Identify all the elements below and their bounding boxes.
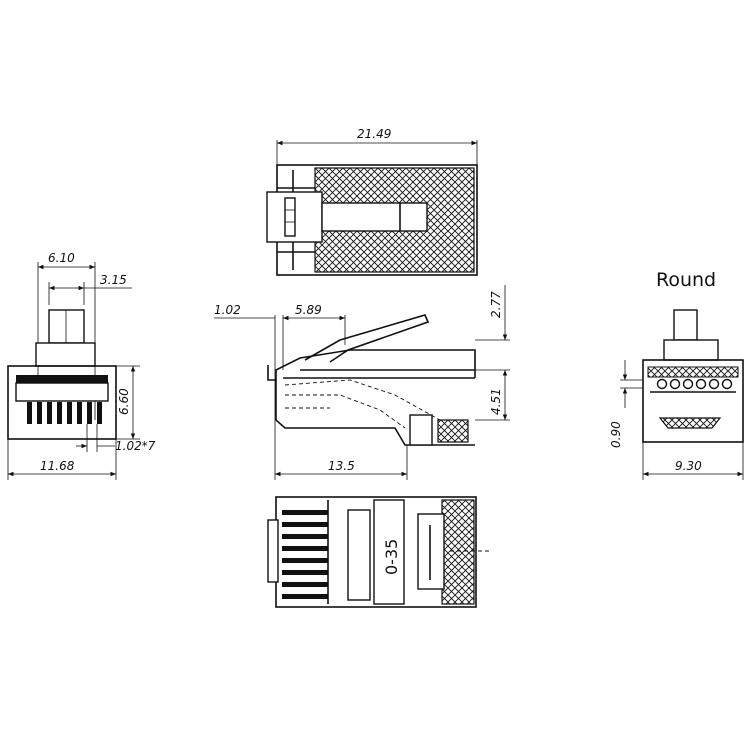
round-label: Round [656,269,716,291]
dim-height-2-77: 2.77 [489,291,503,318]
dim-pitch-3-15: 3.15 [100,273,127,287]
dim-length-13-5: 13.5 [328,459,355,473]
dim-height-4-51: 4.51 [489,388,503,415]
top-view: 21.49 [266,127,478,276]
dim-offset-5-89: 5.89 [295,303,322,317]
bottom-contacts [282,510,328,599]
dim-overall-length: 21.49 [357,127,391,141]
left-end-view: 6.10 3.15 6.60 1.02*7 [7,251,156,480]
dim-pin-pitch: 1.02*7 [115,439,156,453]
dim-height-0-90: 0.90 [609,421,623,448]
dim-offset-1-02: 1.02 [214,303,241,317]
plate-mark: 0-35 [382,539,401,575]
dim-body-width: 11.68 [40,459,75,473]
pin-contacts [27,402,102,424]
round-contacts [656,378,733,390]
right-end-view: Round 0.90 9.30 [609,269,744,480]
bottom-view: 0-35 [267,496,490,608]
dim-width-6-10: 6.10 [48,251,75,265]
side-view: 1.02 5.89 2.77 4.51 13.5 [214,285,510,480]
dim-width-9-30: 9.30 [675,459,702,473]
dim-height-6-60: 6.60 [117,388,131,415]
